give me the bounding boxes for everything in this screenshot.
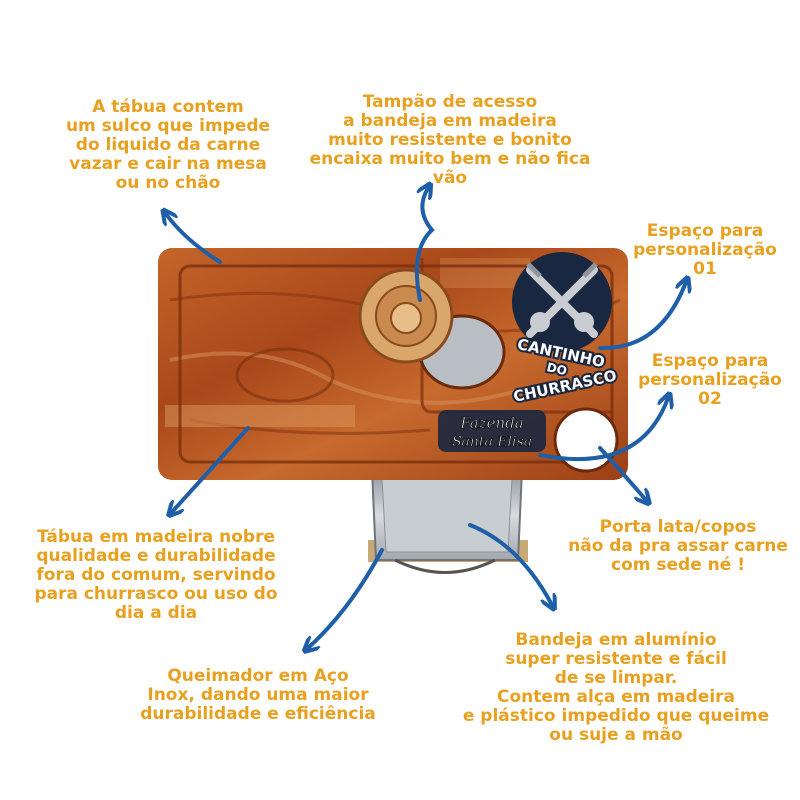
access-lid: [358, 268, 454, 364]
arrow-custom1: [598, 282, 686, 351]
plate-line-1: Fazenda: [459, 414, 523, 432]
arrow-wood: [172, 426, 250, 512]
juice-groove: [178, 264, 614, 464]
callout-burner: Queimador em Aço Inox, dando uma maior d…: [140, 666, 376, 724]
callout-wood: Tábua em madeira nobre qualidade e durab…: [34, 527, 278, 623]
callout-lid: Tampão de acesso a bandeja em madeira mu…: [309, 92, 591, 188]
arrow-tray: [468, 523, 552, 605]
arrow-lid: [414, 188, 435, 302]
arrow-cup: [598, 446, 646, 500]
arrow-burner: [308, 548, 384, 648]
callout-cup: Porta lata/copos não da pra assar carne …: [568, 517, 788, 575]
callout-groove: A tábua contem um sulco que impede do li…: [65, 97, 271, 193]
arrow-groove: [166, 214, 222, 264]
arrow-custom2: [538, 398, 668, 462]
plate-line-2: Santa Elisa: [452, 434, 532, 450]
callout-custom1: Espaço para personalização 01: [633, 221, 777, 279]
aluminum-tray: [368, 469, 528, 574]
cutting-board: CANTINHO DO CHURRASCO Fazenda Santa Elis…: [158, 248, 628, 480]
farm-name-plate: Fazenda Santa Elisa: [438, 410, 546, 452]
callout-tray: Bandeja em alumínio super resistente e f…: [462, 630, 770, 745]
logo-line-2: DO: [546, 360, 569, 378]
callout-custom2: Espaço para personalização 02: [638, 351, 782, 409]
cup-holder-hole: [553, 407, 619, 473]
